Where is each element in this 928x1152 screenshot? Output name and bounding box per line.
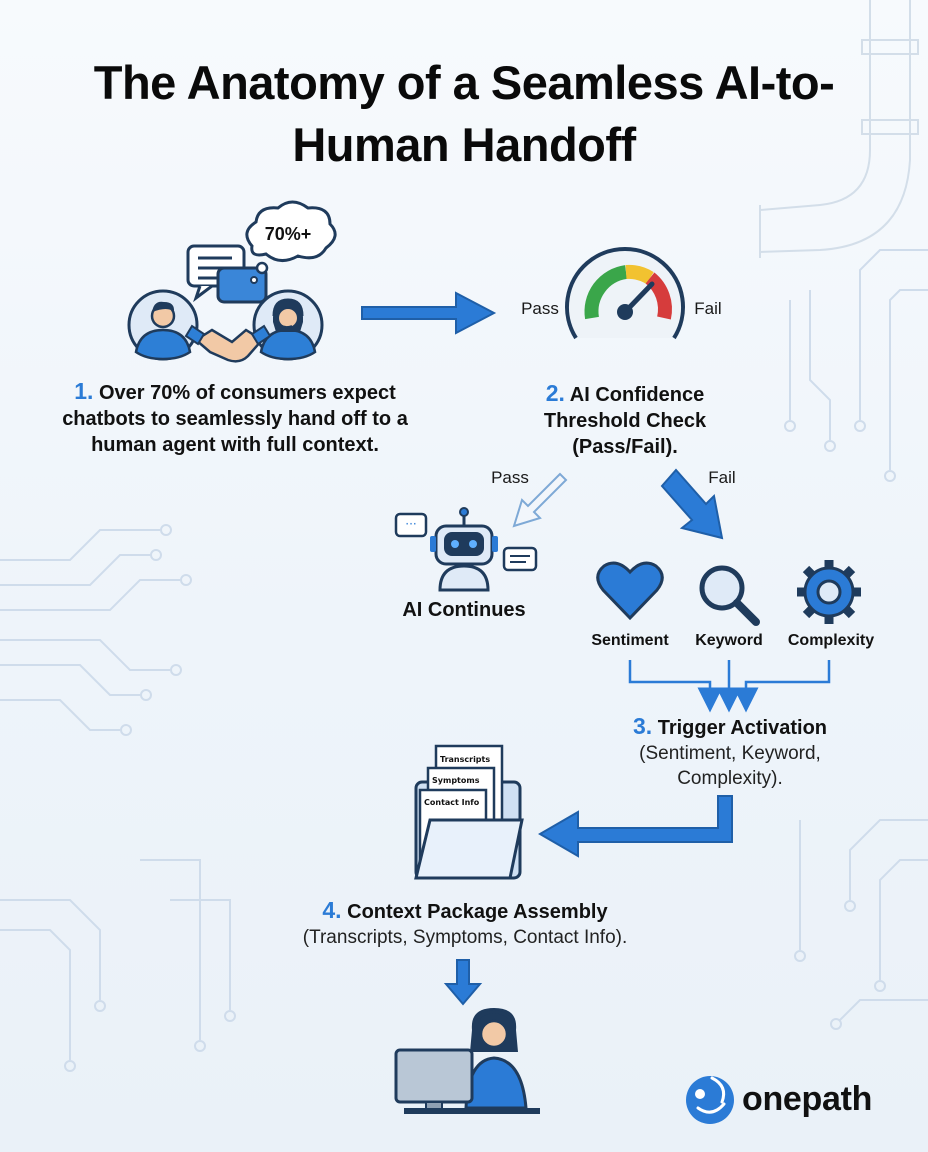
robot-icon: ··· — [394, 507, 538, 592]
brand-name: onepath — [742, 1080, 873, 1118]
doc-label-contact: Contact Info — [424, 798, 480, 807]
customer-avatar — [127, 289, 199, 361]
step-3-text: 3. Trigger Activation (Sentiment, Keywor… — [600, 714, 860, 791]
branch-fail-label: Fail — [708, 468, 736, 487]
step-3-number: 3. — [632, 713, 653, 739]
ai-continues-label: AI Continues — [402, 599, 526, 621]
human-agent-icon — [394, 1008, 540, 1114]
fail-arrow — [660, 468, 724, 540]
trigger-complexity-label: Complexity — [787, 632, 875, 649]
step-4-text: 4. Context Package Assembly (Transcripts… — [250, 898, 680, 950]
step-1-text: 1. Over 70% of consumers expect chatbots… — [50, 378, 420, 458]
svg-text:···: ··· — [405, 517, 416, 531]
bubble-stat: 70%+ — [264, 224, 312, 244]
step-2-text: 2. AI Confidence Threshold Check (Pass/F… — [500, 380, 750, 460]
flow-arrow-1-2 — [361, 291, 497, 335]
step-3-title: Trigger Activation — [657, 717, 828, 739]
step-2-number: 2. — [545, 380, 565, 406]
trigger-sentiment-label: Sentiment — [591, 632, 669, 649]
branch-pass-label: Pass — [491, 468, 529, 487]
step-2-label: AI Confidence Threshold Check (Pass/Fail… — [543, 384, 707, 458]
step-4-number: 4. — [322, 897, 342, 923]
doc-label-symptoms: Symptoms — [432, 776, 480, 785]
page-title: The Anatomy of a Seamless AI-to-Human Ha… — [93, 56, 835, 171]
step-4-detail: (Transcripts, Symptoms, Contact Info). — [302, 927, 628, 948]
pass-arrow — [512, 472, 568, 528]
handshake-icon — [184, 324, 272, 363]
gear-icon — [797, 560, 861, 624]
agent-avatar — [252, 289, 324, 361]
magnifier-icon — [699, 565, 760, 626]
step-1-number: 1. — [74, 378, 94, 404]
trigger-connectors — [628, 660, 831, 713]
confidence-gauge-icon — [565, 246, 685, 340]
step-4-title: Context Package Assembly — [347, 901, 608, 923]
step-1-label: Over 70% of consumers expect chatbots to… — [62, 382, 408, 456]
onepath-logo-icon — [686, 1076, 734, 1124]
flow-arrow-3-4 — [538, 795, 733, 858]
gauge-pass-label: Pass — [521, 299, 559, 318]
heart-icon — [596, 561, 664, 621]
step-3-detail: (Sentiment, Keyword, Complexity). — [639, 743, 821, 789]
doc-label-transcripts: Transcripts — [440, 755, 490, 764]
gauge-fail-label: Fail — [694, 299, 722, 318]
flow-arrow-4-agent — [443, 959, 483, 1006]
trigger-keyword-label: Keyword — [695, 632, 763, 649]
folder-documents-icon — [414, 744, 524, 880]
thought-cloud-icon — [245, 200, 337, 284]
